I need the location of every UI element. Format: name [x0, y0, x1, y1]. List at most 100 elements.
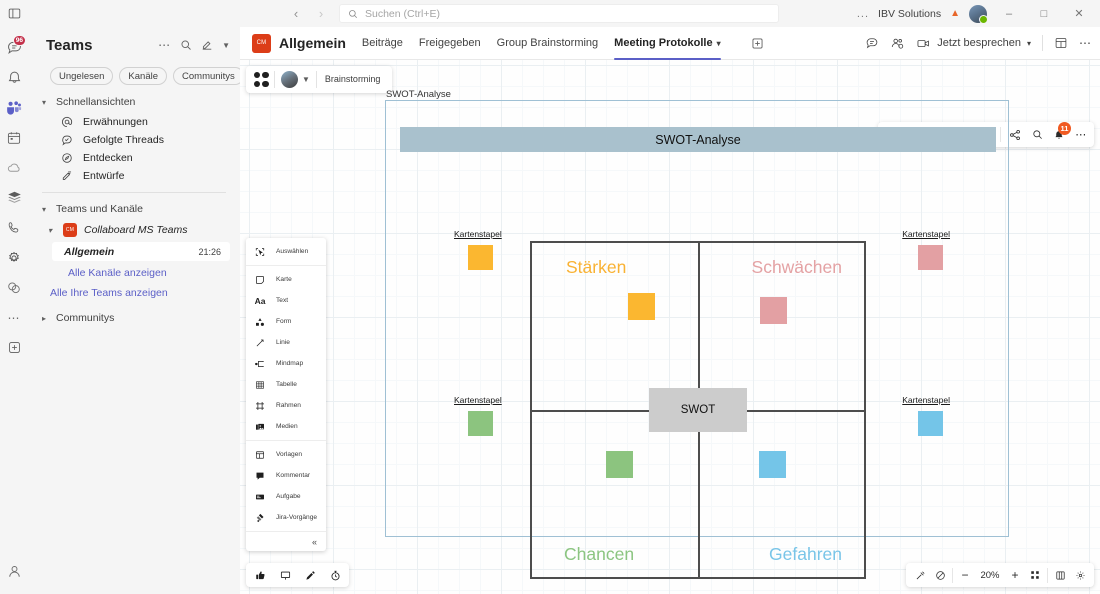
tool-medien[interactable]: Medien — [246, 416, 326, 437]
more-icon[interactable]: ⋯ — [1075, 129, 1087, 141]
card-stack-chancen[interactable]: Kartenstapel — [454, 395, 502, 436]
tab-meeting-protokolle[interactable]: Meeting Protokolle ▾ — [614, 27, 722, 60]
chevron-down-icon[interactable]: ▼ — [302, 75, 310, 84]
card-stack-gefahren[interactable]: Kartenstapel — [902, 395, 950, 436]
minimize-button[interactable]: – — [1005, 7, 1013, 20]
timer-icon[interactable] — [325, 565, 345, 586]
forward-arrow-icon[interactable]: › — [318, 6, 324, 21]
tool-mindmap[interactable]: Mindmap — [246, 353, 326, 374]
tool-auswaehlen[interactable]: Auswählen — [246, 241, 326, 262]
section-quick-views[interactable]: ▾ Schnellansichten — [34, 91, 234, 113]
sidebar-item-entdecken[interactable]: Entdecken — [34, 149, 234, 167]
rail-item-add-app[interactable] — [1, 333, 27, 362]
zoom-level-label[interactable]: 20% — [980, 569, 1000, 581]
card-stack-swatch[interactable] — [468, 245, 493, 270]
sidebar-item-erwaehnungen[interactable]: Erwähnungen — [34, 113, 234, 131]
rail-item-onedrive[interactable] — [1, 153, 27, 182]
section-communities[interactable]: ▸ Communitys — [34, 307, 234, 329]
collaboard-logo-icon[interactable] — [248, 72, 274, 87]
layout-icon[interactable] — [1054, 36, 1068, 50]
sidebar-channel-allgemein[interactable]: Allgemein 21:26 — [52, 242, 230, 261]
filter-pill-kanaele[interactable]: Kanäle — [119, 67, 168, 85]
chevron-down-icon[interactable]: ▾ — [716, 38, 721, 48]
sidebar-item-gefolgte-threads[interactable]: Gefolgte Threads — [34, 131, 234, 149]
card-stack-swatch[interactable] — [918, 245, 944, 270]
rail-item-apps[interactable] — [1, 273, 27, 302]
quadrant-label-staerken[interactable]: Stärken — [566, 257, 627, 277]
section-teams-and-channels[interactable]: ▾ Teams und Kanäle — [34, 198, 234, 220]
card-stack-swatch[interactable] — [468, 411, 493, 436]
rail-item-teams[interactable] — [1, 93, 27, 122]
rail-item-files[interactable] — [1, 183, 27, 212]
tab-freigegeben[interactable]: Freigegeben — [419, 27, 481, 60]
rail-item-calls[interactable] — [1, 213, 27, 242]
rail-item-activity[interactable] — [1, 63, 27, 92]
tool-aufgabe[interactable]: Aufgabe — [246, 486, 326, 507]
sidebar-search-icon[interactable] — [180, 39, 192, 51]
filter-pill-ungelesen[interactable]: Ungelesen — [50, 67, 114, 85]
reaction-thumbsup-icon[interactable] — [250, 565, 270, 586]
sidebar-item-entwuerfe[interactable]: Entwürfe — [34, 167, 234, 185]
rail-item-chat[interactable]: 96 — [1, 33, 27, 62]
minimap-icon[interactable] — [1050, 565, 1070, 586]
card-stack-schwaechen[interactable]: Kartenstapel — [902, 229, 950, 270]
sidebar-more-icon[interactable]: ⋯ — [158, 38, 172, 52]
show-all-channels-link[interactable]: Alle Kanäle anzeigen — [68, 267, 167, 279]
collaborator-avatar[interactable] — [281, 71, 298, 88]
user-avatar[interactable] — [969, 4, 988, 24]
tool-rahmen[interactable]: Rahmen — [246, 395, 326, 416]
show-all-teams-link[interactable]: Alle Ihre Teams anzeigen — [50, 287, 168, 299]
chat-icon[interactable] — [865, 36, 879, 50]
team-collaboard-ms-teams[interactable]: ▾ CM Collaboard MS Teams — [34, 220, 234, 240]
tab-beitraege[interactable]: Beiträge — [362, 27, 403, 60]
quadrant-label-schwaechen[interactable]: Schwächen — [751, 257, 842, 277]
quadrant-label-chancen[interactable]: Chancen — [564, 544, 635, 564]
tool-jira-vorgaenge[interactable]: Jira-Vorgänge — [246, 507, 326, 528]
rail-item-more[interactable]: ⋯ — [7, 310, 21, 325]
compose-icon[interactable] — [201, 39, 213, 51]
filter-pill-communitys[interactable]: Communitys — [173, 67, 244, 85]
close-button[interactable]: ✕ — [1074, 8, 1084, 20]
tool-karte[interactable]: Karte — [246, 269, 326, 290]
tool-text[interactable]: Aa Text — [246, 290, 326, 311]
add-tab-button[interactable] — [751, 37, 764, 50]
swot-frame[interactable]: SWOT-Analyse Kartenstapel Kartenstapel K… — [385, 100, 1009, 579]
sticky-note-gefahren[interactable] — [759, 451, 786, 478]
navigate-icon[interactable] — [930, 565, 950, 586]
sticky-note-staerken[interactable] — [628, 293, 655, 320]
tool-form[interactable]: Form — [246, 311, 326, 332]
titlebar-more-icon[interactable]: ... — [856, 7, 870, 20]
tool-linie[interactable]: Linie — [246, 332, 326, 353]
back-arrow-icon[interactable]: ‹ — [293, 6, 299, 21]
notifications-icon[interactable]: 11 — [1049, 122, 1071, 145]
rail-item-account[interactable] — [1, 557, 27, 586]
quadrant-label-gefahren[interactable]: Gefahren — [769, 544, 842, 564]
fit-to-screen-icon[interactable] — [1025, 565, 1045, 586]
tool-vorlagen[interactable]: Vorlagen — [246, 444, 326, 465]
sticky-note-chancen[interactable] — [606, 451, 633, 478]
meet-now-button[interactable]: Jetzt besprechen ▾ — [916, 36, 1031, 51]
palette-collapse-button[interactable]: « — [311, 537, 317, 547]
search-input[interactable]: Suchen (Ctrl+E) — [339, 4, 779, 23]
swot-matrix[interactable]: Stärken Schwächen Chancen Gefahren SWOT — [530, 241, 866, 579]
sidebar-chevron-down-icon[interactable]: ▼ — [222, 40, 230, 50]
presentation-icon[interactable] — [275, 565, 295, 586]
zoom-out-button[interactable]: − — [961, 568, 969, 582]
swot-title-bar[interactable]: SWOT-Analyse — [400, 127, 996, 152]
manage-members-icon[interactable] — [890, 36, 905, 51]
pen-icon[interactable] — [300, 565, 320, 586]
share-icon[interactable] — [1005, 124, 1025, 145]
laser-icon[interactable] — [910, 565, 930, 586]
tool-kommentar[interactable]: Kommentar — [246, 465, 326, 486]
settings-icon[interactable] — [1070, 565, 1090, 586]
rail-item-calendar[interactable] — [1, 123, 27, 152]
zoom-in-button[interactable]: + — [1011, 568, 1019, 582]
tool-tabelle[interactable]: Tabelle — [246, 374, 326, 395]
channel-more-icon[interactable]: ⋯ — [1079, 36, 1092, 50]
sticky-note-schwaechen[interactable] — [760, 297, 787, 324]
swot-center-box[interactable]: SWOT — [649, 388, 747, 432]
maximize-button[interactable]: □ — [1040, 7, 1048, 20]
rail-item-settings[interactable] — [1, 243, 27, 272]
card-stack-staerken[interactable]: Kartenstapel — [454, 229, 502, 270]
whiteboard-canvas[interactable]: ▼ Brainstorming — [240, 60, 1100, 594]
